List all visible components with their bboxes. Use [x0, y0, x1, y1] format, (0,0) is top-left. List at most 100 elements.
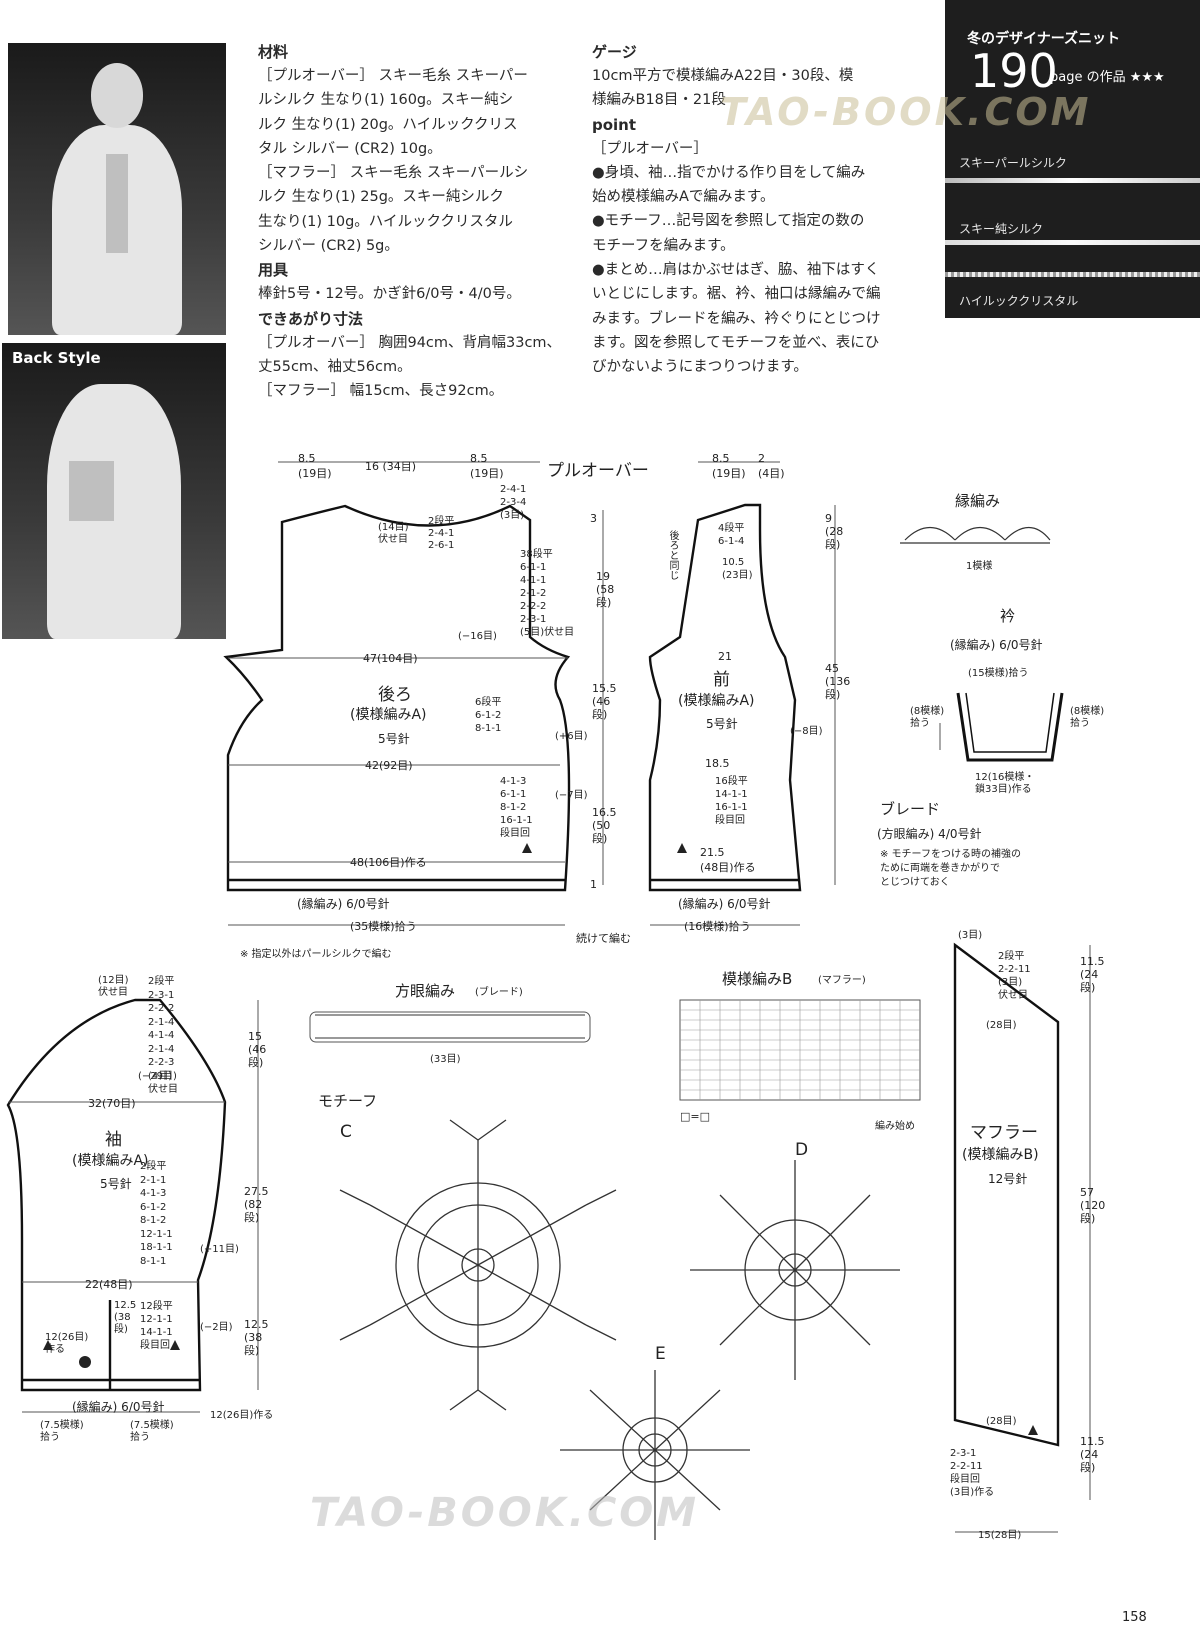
- series-unit: page の作品 ★★★: [1050, 70, 1165, 85]
- collar-12: 12(16模様・ 鎖33目)作る: [975, 772, 1035, 795]
- collar-8-left: (8模様) 拾う: [910, 706, 945, 729]
- label-plus6: (+6目): [555, 731, 588, 742]
- tools-line: 棒針5号・12号。かぎ針6/0号・4/0号。: [258, 286, 521, 303]
- sleeve-top: (12目) 伏せ目: [98, 975, 129, 998]
- label-back-pick: (35模様)拾う: [350, 920, 417, 933]
- back-photo: Back Style: [2, 343, 226, 639]
- point-line: ます。図を参照してモチーフを並べ、表にひ: [592, 334, 880, 351]
- scarf-pattern: (模様編みB): [962, 1147, 1039, 1163]
- materials-line: ルシルク 生なり(1) 160g。スキー純シ: [258, 92, 514, 109]
- sleeve-pick2: (7.5模様) 拾う: [130, 1420, 174, 1443]
- point-heading: point: [592, 115, 637, 134]
- materials-line: 生なり(1) 10g。ハイルッククリスタル: [258, 213, 513, 230]
- label-hip-inc: 4-1-3 6-1-1 8-1-2 16-1-1 段目回: [500, 776, 533, 839]
- label-back-edge: (縁編み) 6/0号針: [297, 897, 390, 911]
- braid-sub: (方眼編み) 4/0号針: [877, 827, 982, 841]
- back-bodice-outline: [223, 504, 571, 892]
- sleeve-plus11: (+11目): [200, 1244, 239, 1255]
- tools-heading: 用具: [258, 261, 289, 280]
- point-line: いとじにします。裾、衿、袖口は縁編みで編: [592, 286, 881, 303]
- scarf-h11-5b: 11.5 (24 段): [1080, 1435, 1105, 1474]
- label-pearl-note: ※ 指定以外はパールシルクで編む: [240, 949, 392, 960]
- pullover-title: プルオーバー: [547, 461, 649, 481]
- sleeve-inc: 2段平 2-1-1 4-1-3 6-1-2 8-1-2 12-1-1 18-1-…: [140, 1161, 173, 1267]
- label-front-21-5: 21.5 (48目)作る: [700, 846, 756, 874]
- sleeve-minus2: (−2目): [200, 1322, 233, 1333]
- label-front-top-2: 2 (4目): [758, 452, 785, 480]
- gauge-heading: ゲージ: [592, 43, 637, 61]
- materials-line: シルバー (CR2) 5g。: [258, 238, 399, 255]
- materials-column: 材料 ［プルオーバー］ スキー毛糸 スキーパー ルシルク 生なり(1) 160g…: [258, 40, 578, 404]
- label-front-pick: (16模様)拾う: [684, 920, 751, 933]
- sleeve-h15: 15 (46 段): [248, 1030, 267, 1069]
- yarn-label-3: ハイルッククリスタル: [959, 294, 1079, 308]
- edge-stitch-chart: [900, 526, 1051, 544]
- label-minus8: (−8目): [790, 726, 823, 737]
- label-front-edge: (縁編み) 6/0号針: [678, 897, 771, 911]
- sleeve-make12: 12(26目) 作る: [45, 1332, 89, 1355]
- label-front-top-8-5: 8.5 (19目): [712, 452, 746, 480]
- materials-line: ［プルオーバー］ スキー毛糸 スキーパー: [258, 68, 528, 84]
- scarf-w28: (28目): [986, 1020, 1017, 1031]
- edge-repeat: 1模様: [966, 561, 993, 572]
- collar-title: 衿: [1000, 607, 1016, 625]
- sleeve-w32: 32(70目): [88, 1097, 136, 1110]
- sleeve-cuff: 12段平 12-1-1 14-1-1 段目回: [140, 1301, 173, 1351]
- patb-key: □=□: [680, 1110, 711, 1123]
- label-h19: 19 (58 段): [596, 570, 615, 609]
- back-style-caption: Back Style: [12, 349, 101, 367]
- front-pattern: (模様編みA): [678, 693, 755, 709]
- label-h16-5: 16.5 (50 段): [592, 806, 617, 845]
- label-back-47: 47(104目): [363, 652, 418, 665]
- patb-sub: (マフラー): [818, 975, 866, 986]
- back-needle: 5号針: [378, 732, 410, 746]
- sleeve-needle: 5号針: [100, 1177, 132, 1191]
- sleeve-pick1: (7.5模様) 拾う: [40, 1420, 84, 1443]
- point-line: ［プルオーバー］: [592, 140, 708, 157]
- point-line: モチーフを編みます。: [592, 237, 735, 254]
- point-line: ●まとめ…肩はかぶせはぎ、脇、袖下はすく: [592, 262, 880, 279]
- size-heading: できあがり寸法: [258, 309, 364, 328]
- braid-chart: [315, 1014, 585, 1039]
- braid-title: ブレード: [880, 800, 941, 818]
- scarf-h11-5: 11.5 (24 段): [1080, 955, 1105, 994]
- point-line: びかないようにまつりつけます。: [592, 359, 808, 376]
- materials-line: ルク 生なり(1) 20g。ハイルッククリス: [258, 116, 518, 133]
- grid-sub: (ブレード): [475, 987, 523, 998]
- sleeve-name: 袖: [105, 1130, 122, 1150]
- label-h9: 9 (28 段): [825, 512, 844, 551]
- yarn-label-2: スキー純シルク: [959, 222, 1044, 236]
- gauge-line: 様編みB18目・21段: [592, 92, 726, 109]
- label-top-16: 16 (34目): [365, 460, 417, 473]
- label-front-18-5: 18.5: [705, 757, 730, 770]
- scarf-h57: 57 (120 段): [1080, 1186, 1106, 1225]
- collar-15: (15模様)拾う: [968, 668, 1029, 679]
- sleeve-edge: (縁編み) 6/0号針: [72, 1400, 165, 1414]
- yarn-label-1: スキーパールシルク: [959, 156, 1067, 170]
- motif-e: [560, 1370, 750, 1540]
- label-front-inc: 16段平 14-1-1 16-1-1 段目回: [715, 776, 748, 826]
- scarf-dec: 2段平 2-2-11 (3目) 伏せ目: [998, 951, 1031, 1001]
- sleeve-h12-5b: 12.5 (38 段): [114, 1300, 137, 1335]
- point-line: 始め模様編みAで編みます。: [592, 189, 775, 206]
- gauge-line: 10cm平方で模様編みA22目・30段、模: [592, 68, 854, 84]
- size-line: ［プルオーバー］ 胸囲94cm、背肩幅33cm、: [258, 334, 562, 351]
- motif-c-label: C: [340, 1122, 352, 1142]
- series-number: 190: [970, 44, 1058, 98]
- motif-d-label: D: [795, 1140, 809, 1160]
- label-shoulder-dec: 2-4-1 2-3-4 (3目): [500, 484, 527, 521]
- scarf-name: マフラー: [970, 1123, 1038, 1143]
- sleeve-outline: [6, 998, 227, 1392]
- label-front-neck: 4段平 6-1-4: [718, 523, 745, 547]
- patb-title: 模様編みB: [722, 970, 793, 988]
- label-top-8-5b: 8.5 (19目): [470, 452, 504, 480]
- yarn-strand-2: [945, 240, 1200, 245]
- label-arm-dec: 38段平 6-1-1 4-1-1 2-1-2 2-2-2 2-3-1 (5目)伏…: [520, 549, 575, 638]
- scarf-w28b: (28目): [986, 1416, 1017, 1427]
- label-top-8-5: 8.5 (19目): [298, 452, 332, 480]
- front-needle: 5号針: [706, 717, 738, 731]
- motif-c: [339, 1119, 617, 1411]
- watermark-bottom: TAO-BOOK.COM: [310, 1490, 700, 1536]
- back-name: 後ろ: [378, 685, 412, 705]
